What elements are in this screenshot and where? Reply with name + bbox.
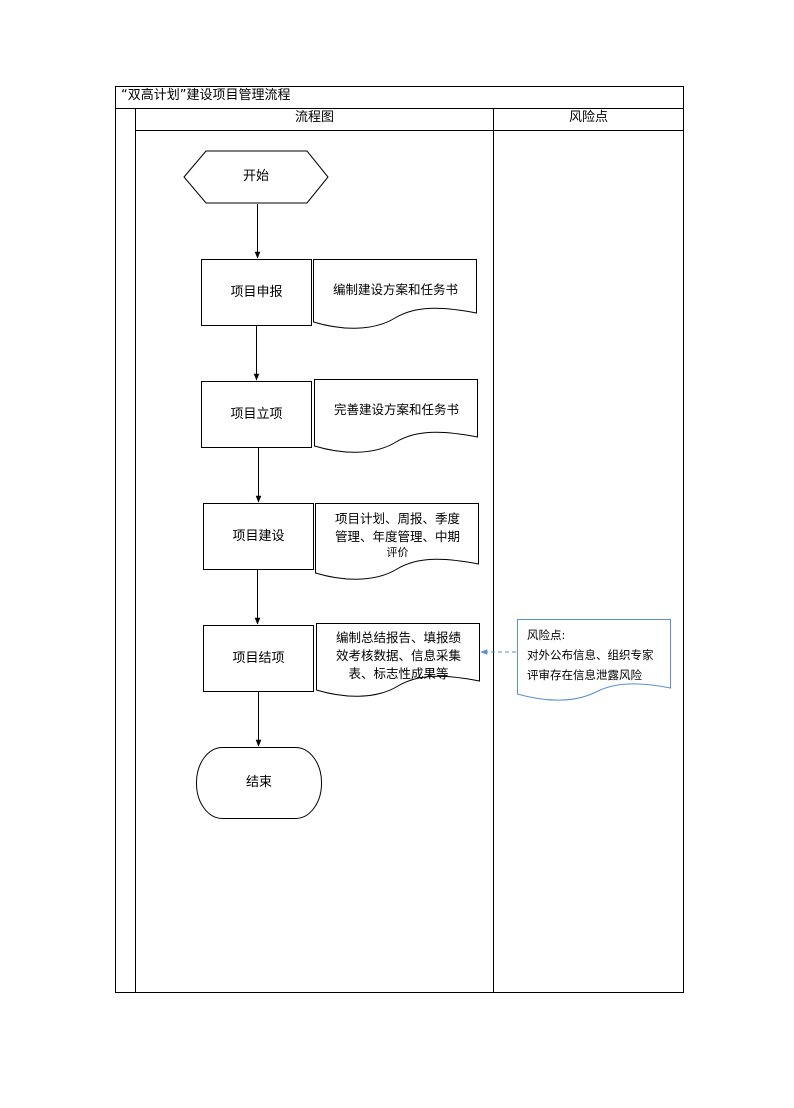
column-header-flow: 流程图 [294,110,334,125]
risk-document-shape [517,619,671,701]
document-shape-2 [314,379,478,453]
document-shape-1 [313,259,477,329]
doc-text-3: 项目计划、周报、季度 管理、年度管理、中期 评价 [334,511,460,559]
process-box-3 [203,503,314,570]
document-shape-3 [315,503,479,580]
flow-connectors [253,204,262,747]
risk-line-2: 评审存在信息泄露风险 [527,668,642,682]
risk-title: 风险点: [527,628,566,642]
end-node [196,747,322,819]
risk-text: 风险点: 对外公布信息、组织专家 评审存在信息泄露风险 [527,625,673,685]
doc-text-1: 编制建设方案和任务书 [332,282,458,297]
document-shape-4 [316,623,480,697]
start-node [183,150,329,204]
step-label-4: 项目结项 [232,650,285,666]
process-box-2 [201,381,312,448]
doc-text-2: 完善建设方案和任务书 [333,402,459,417]
step-label-2: 项目立项 [230,406,283,422]
table-frame [115,86,684,993]
risk-line-1: 对外公布信息、组织专家 [527,648,654,662]
column-header-risk: 风险点 [568,110,608,125]
doc-text-4: 编制总结报告、填报绩 效考核数据、信息采集 表、标志性成果等 [335,630,461,681]
start-label: 开始 [242,169,269,184]
step-label-3: 项目建设 [232,528,285,544]
step-label-1: 项目申报 [230,284,283,300]
process-box-1 [201,259,312,326]
table-title: “双高计划”建设项目管理流程 [121,88,291,103]
process-box-4 [203,625,314,692]
end-label: 结束 [245,775,272,790]
